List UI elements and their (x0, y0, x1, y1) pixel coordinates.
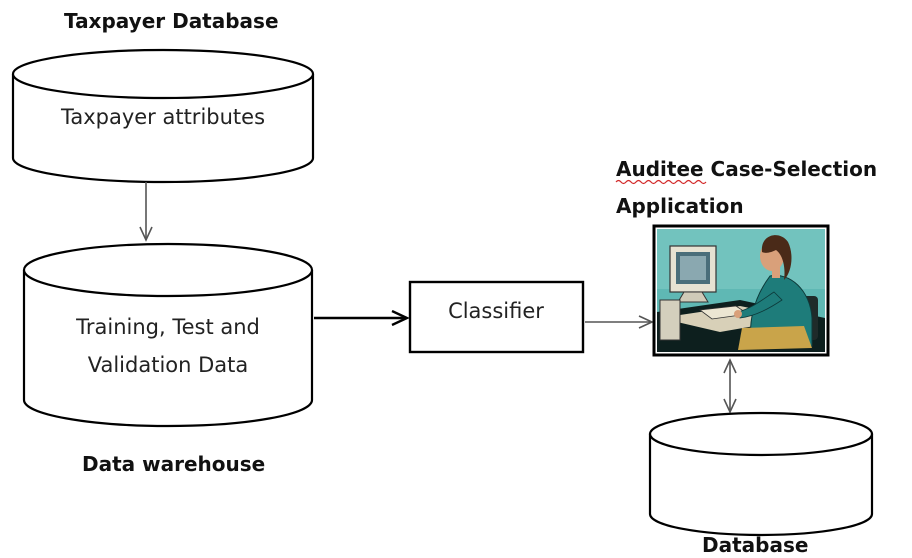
person-at-computer-icon (652, 224, 830, 357)
spellcheck-underline (615, 179, 707, 185)
database-caption: Database (702, 533, 808, 557)
application-title-word1: Auditee (616, 157, 704, 181)
classifier-box: Classifier (408, 280, 585, 354)
database-cylinder (648, 411, 874, 537)
taxpayer-database-title: Taxpayer Database (64, 9, 279, 33)
application-title-line2: Application (616, 194, 744, 218)
warehouse-content-line1: Training, Test and (75, 315, 260, 339)
application-title-rest: Case-Selection (704, 157, 878, 181)
taxpayer-attributes-label: Taxpayer attributes (60, 105, 265, 129)
taxpayer-database-cylinder: Taxpayer attributes (11, 48, 315, 184)
data-warehouse-cylinder: Training, Test and Validation Data (22, 242, 314, 428)
data-warehouse-caption: Data warehouse (82, 452, 265, 476)
warehouse-content-line2: Validation Data (88, 353, 249, 377)
classifier-label: Classifier (448, 299, 544, 323)
application-title-line1: Auditee Case-Selection (616, 157, 877, 181)
